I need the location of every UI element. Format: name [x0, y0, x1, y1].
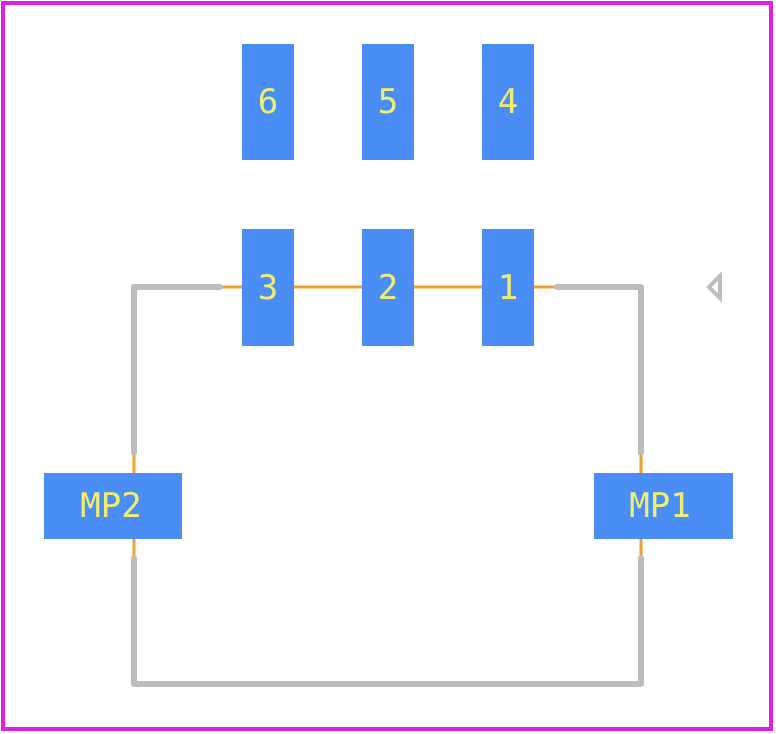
silkscreen-outline: [131, 284, 644, 687]
pad-mp1-label: MP1: [629, 486, 690, 526]
silk-bottom: [131, 555, 644, 687]
pad-5-label: 5: [378, 82, 398, 122]
pad-mp2[interactable]: MP2: [44, 473, 182, 539]
pad-2-label: 2: [378, 268, 398, 308]
pad-3[interactable]: 3: [242, 229, 294, 346]
pad-1-label: 1: [498, 268, 518, 308]
triangle-marker-icon: [706, 271, 722, 303]
pads: 6 5 4 3 2 1 MP2 MP1: [44, 44, 733, 539]
silk-left-upper: [131, 284, 223, 456]
pad-2[interactable]: 2: [362, 229, 414, 346]
pad-mp2-label: MP2: [80, 486, 141, 526]
silk-right-upper: [554, 284, 644, 456]
pad-6[interactable]: 6: [242, 44, 294, 160]
pad-4[interactable]: 4: [482, 44, 534, 160]
pad-1[interactable]: 1: [482, 229, 534, 346]
pad-5[interactable]: 5: [362, 44, 414, 160]
pad-3-label: 3: [258, 268, 278, 308]
pad-4-label: 4: [498, 82, 518, 122]
pad-6-label: 6: [258, 82, 278, 122]
pad-mp1[interactable]: MP1: [594, 473, 733, 539]
